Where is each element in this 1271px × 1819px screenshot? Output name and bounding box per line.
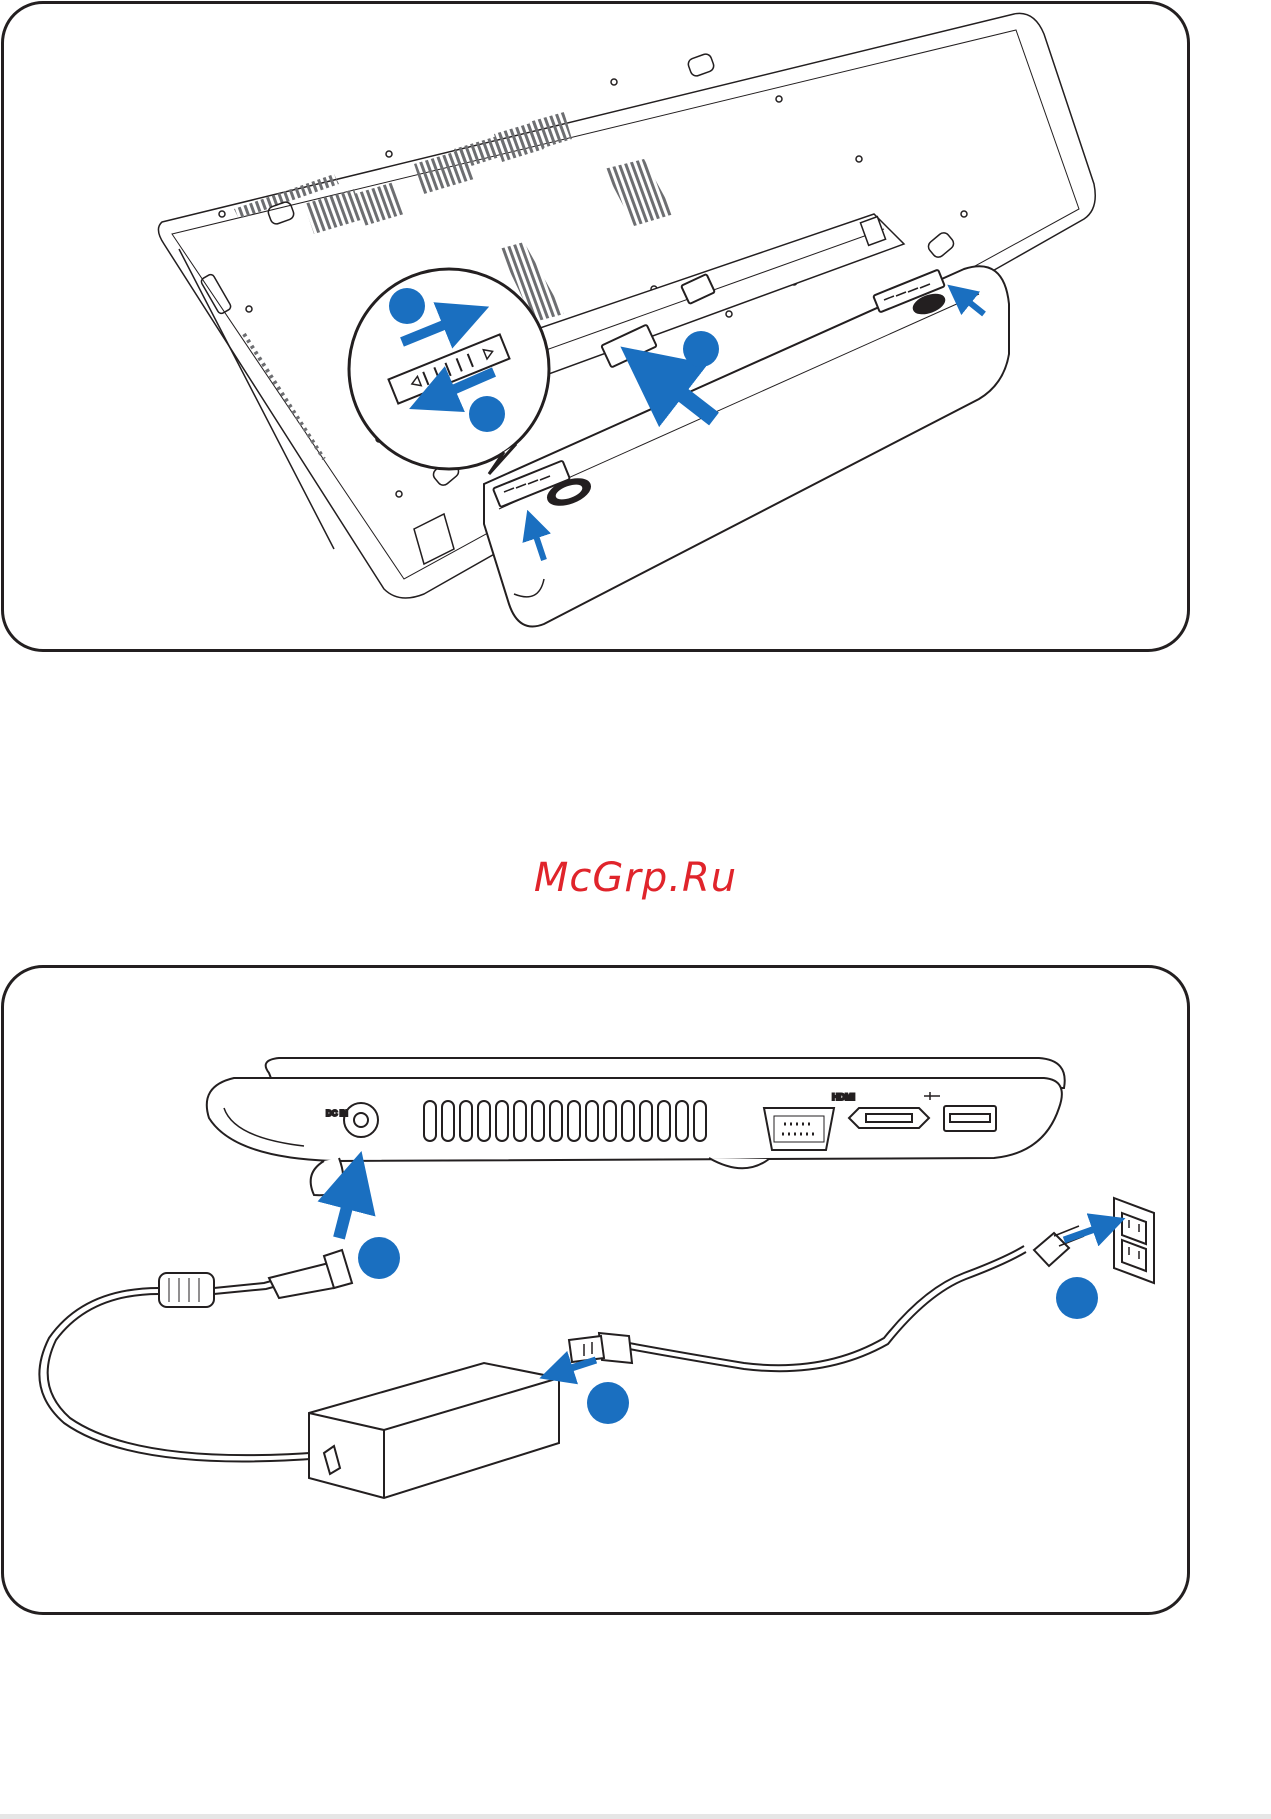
wall-outlet — [1114, 1198, 1154, 1283]
power-connection-figure: DC IN HDMI — [1, 965, 1190, 1615]
page-footer-bar — [0, 1814, 1271, 1819]
step-marker-1 — [358, 1237, 400, 1279]
step-marker-2 — [587, 1382, 629, 1424]
ac-connector — [569, 1333, 632, 1363]
laptop-side: DC IN HDMI — [207, 1058, 1065, 1195]
svg-text:DC IN: DC IN — [326, 1109, 348, 1118]
battery-illustration — [4, 4, 1190, 652]
power-adapter — [309, 1363, 559, 1498]
step-marker-3 — [1056, 1277, 1098, 1319]
connect-arrows — [339, 1180, 1109, 1373]
watermark: McGrp.Ru — [0, 855, 1271, 901]
battery-installation-figure — [1, 1, 1190, 652]
svg-text:HDMI: HDMI — [832, 1092, 855, 1102]
step-marker-2 — [683, 331, 719, 367]
power-illustration: DC IN HDMI — [4, 968, 1190, 1615]
step-marker-1 — [389, 288, 425, 324]
step-marker-3 — [469, 396, 505, 432]
